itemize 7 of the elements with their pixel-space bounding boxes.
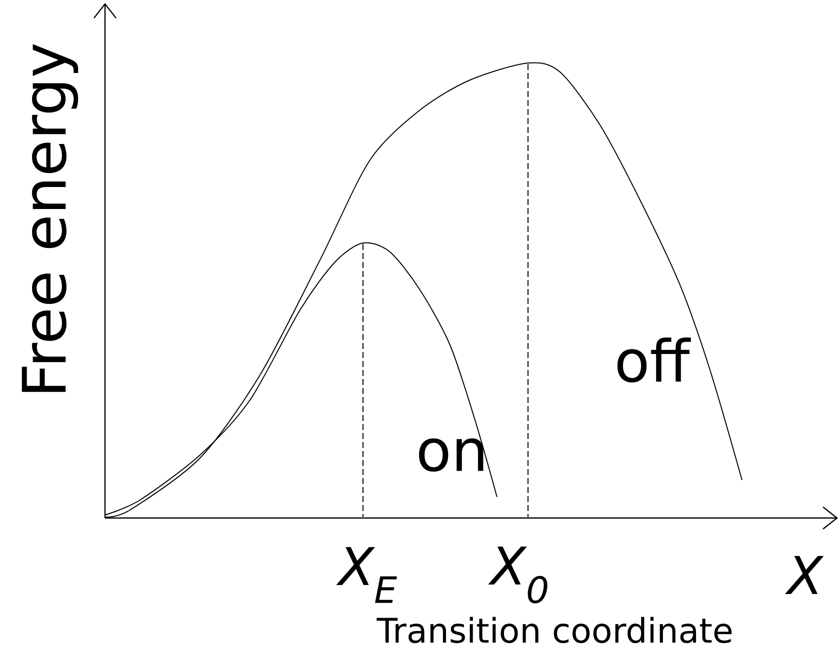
tick-label: X$_{E}$ xyxy=(336,547,397,603)
axis-label: Free energy xyxy=(22,44,78,392)
curve-label: off xyxy=(617,338,691,382)
axis-label: Transition coordinate xyxy=(376,616,732,644)
curve-label: on xyxy=(419,438,484,472)
axis-label: X xyxy=(784,556,824,594)
tick-label: X$_{0}$ xyxy=(488,546,548,604)
